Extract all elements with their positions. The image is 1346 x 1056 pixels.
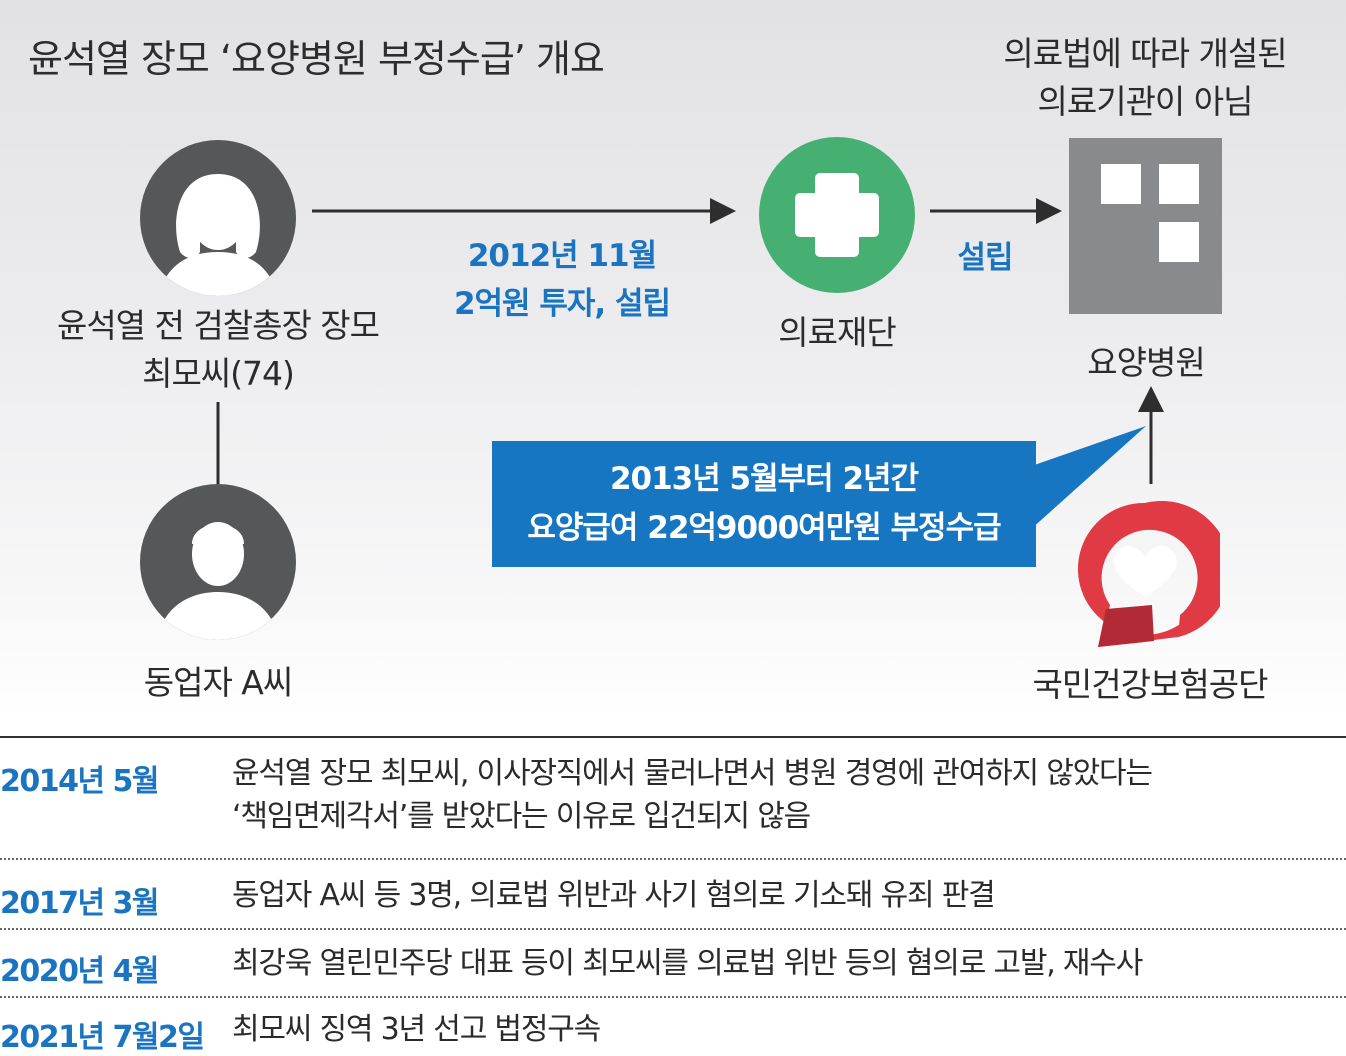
- mother-in-law-line1: 윤석열 전 검찰총장 장모: [56, 306, 380, 345]
- timeline-desc: 윤석열 장모 최모씨, 이사장직에서 물러나면서 병원 경영에 관여하지 않았다…: [232, 752, 1342, 838]
- man-silhouette-icon: [140, 484, 296, 640]
- timeline-desc: 최모씨 징역 3년 선고 법정구속: [232, 1008, 1342, 1051]
- establish-arrowhead: [1036, 198, 1062, 224]
- timeline-date: 2020년 4월: [0, 954, 160, 989]
- timeline-desc: 최강욱 열린민주당 대표 등이 최모씨를 의료법 위반 등의 혐의로 고발, 재…: [232, 942, 1342, 985]
- timeline-date: 2017년 3월: [0, 886, 160, 921]
- timeline-desc-line: 윤석열 장모 최모씨, 이사장직에서 물러나면서 병원 경영에 관여하지 않았다…: [232, 756, 1153, 791]
- hospital-note-line2: 의료기관이 아님: [1037, 82, 1253, 121]
- hospital-note-line1: 의료법에 따라 개설된: [1003, 34, 1287, 73]
- timeline-desc-line: ‘책임면제각서’를 받았다는 이유로 입건되지 않음: [232, 799, 811, 834]
- page-title: 윤석열 장모 ‘요양병원 부정수급’ 개요: [28, 37, 605, 81]
- nhis-label: 국민건강보험공단: [1032, 665, 1269, 704]
- timeline-date: 2014년 5월: [0, 764, 160, 799]
- fraud-callout: 2013년 5월부터 2년간 요양급여 22억9000여만원 부정수급: [492, 441, 1036, 567]
- timeline-desc-line: 최모씨 징역 3년 선고 법정구속: [232, 1012, 601, 1047]
- hospital-label: 요양병원: [1087, 343, 1205, 382]
- investment-label: 2012년 11월 2억원 투자, 설립: [412, 232, 712, 328]
- woman-silhouette-icon: [140, 140, 296, 296]
- timeline-divider: [0, 928, 1346, 930]
- establish-label: 설립: [957, 240, 1013, 276]
- fraud-callout-line2: 요양급여 22억9000여만원 부정수급: [527, 510, 1001, 546]
- timeline-desc: 동업자 A씨 등 3명, 의료법 위반과 사기 혐의로 기소돼 유죄 판결: [232, 874, 1342, 917]
- investment-amount: 2억원 투자, 설립: [453, 286, 671, 322]
- investment-date: 2012년 11월: [467, 238, 657, 274]
- investment-arrowhead: [710, 198, 736, 224]
- building-icon: [1069, 138, 1222, 314]
- hospital-note: 의료법에 따라 개설된 의료기관이 아님: [960, 30, 1330, 126]
- timeline-desc-line: 최강욱 열린민주당 대표 등이 최모씨를 의료법 위반 등의 혐의로 고발, 재…: [232, 946, 1143, 981]
- foundation-label: 의료재단: [778, 313, 896, 352]
- heart-logo-icon: [1077, 501, 1220, 647]
- timeline-date: 2021년 7월2일: [0, 1020, 205, 1055]
- mother-in-law-line2: 최모씨(74): [142, 354, 295, 393]
- fraud-callout-text: 2013년 5월부터 2년간 요양급여 22억9000여만원 부정수급: [492, 455, 1036, 553]
- timeline-divider: [0, 996, 1346, 998]
- timeline-divider: [0, 858, 1346, 860]
- nhis-arrowhead: [1138, 386, 1164, 412]
- partner-label: 동업자 A씨: [143, 663, 294, 702]
- connector-arrows: [216, 198, 1164, 530]
- mother-in-law-label: 윤석열 전 검찰총장 장모 최모씨(74): [30, 302, 406, 398]
- fraud-callout-line1: 2013년 5월부터 2년간: [609, 461, 919, 497]
- medical-cross-icon: [759, 137, 915, 293]
- timeline-desc-line: 동업자 A씨 등 3명, 의료법 위반과 사기 혐의로 기소돼 유죄 판결: [232, 878, 996, 913]
- callout-tail: [1020, 426, 1146, 530]
- timeline-top-rule: [0, 736, 1346, 738]
